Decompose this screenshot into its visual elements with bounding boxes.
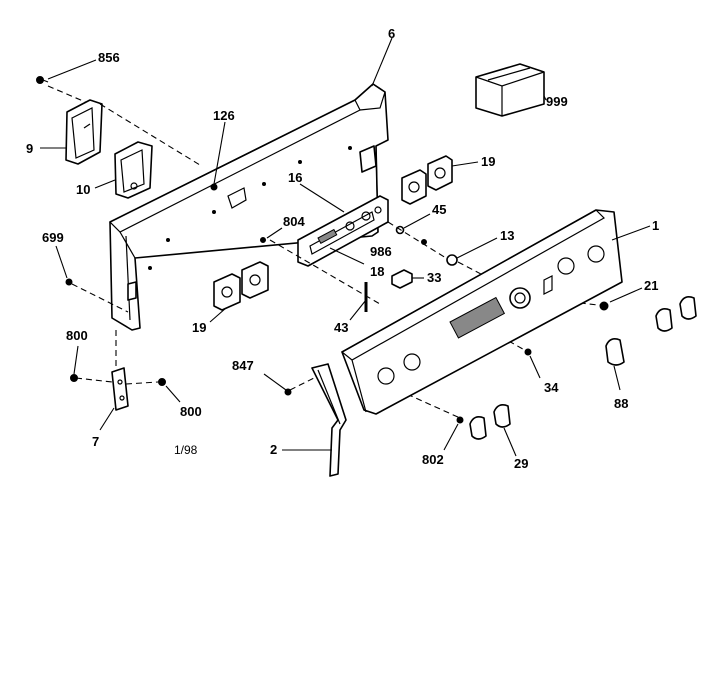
label-126: 126 (213, 108, 235, 123)
label-45: 45 (432, 202, 446, 217)
label-13: 13 (500, 228, 514, 243)
callout-labels: 856 6 999 126 9 10 19 16 45 804 699 986 … (26, 26, 659, 471)
knob-pair-upper-right (655, 296, 697, 332)
bracket-10 (94, 103, 201, 199)
label-21: 21 (644, 278, 658, 293)
label-699: 699 (42, 230, 64, 245)
label-19-upper: 19 (481, 154, 495, 169)
label-800-left: 800 (66, 328, 88, 343)
knob-pair-29 (469, 404, 517, 457)
part-986 (387, 221, 447, 259)
screw-699 (55, 245, 129, 313)
label-847: 847 (232, 358, 254, 373)
backsplash-6 (108, 37, 393, 331)
switch-pair-19-lower (209, 261, 269, 323)
bracket-2 (282, 363, 347, 477)
label-802: 802 (422, 452, 444, 467)
label-7: 7 (92, 434, 99, 449)
label-43: 43 (334, 320, 348, 335)
part-847 (263, 373, 292, 396)
label-800-right: 800 (180, 404, 202, 419)
label-29: 29 (514, 456, 528, 471)
label-856: 856 (98, 50, 120, 65)
label-date: 1/98 (174, 443, 198, 457)
label-986: 986 (370, 244, 392, 259)
bracket-9 (40, 99, 103, 165)
screw-800-left (70, 345, 79, 382)
label-999: 999 (546, 94, 568, 109)
label-33: 33 (427, 270, 441, 285)
label-88: 88 (614, 396, 628, 411)
screw-800-right (158, 378, 181, 403)
label-10: 10 (76, 182, 90, 197)
label-19-lower: 19 (192, 320, 206, 335)
parts-box-999 (475, 63, 547, 117)
label-6: 6 (388, 26, 395, 41)
switch-pair-19-upper (401, 155, 479, 205)
part-21 (599, 287, 643, 311)
bracket-7 (99, 367, 129, 431)
label-2: 2 (270, 442, 277, 457)
part-13 (446, 237, 498, 266)
label-804: 804 (283, 214, 305, 229)
label-34: 34 (544, 380, 559, 395)
part-33 (391, 269, 424, 289)
screw-856 (36, 59, 97, 105)
part-126 (210, 121, 226, 191)
part-804 (260, 227, 283, 243)
label-18: 18 (370, 264, 384, 279)
knob-88 (605, 338, 625, 391)
part-802 (443, 416, 464, 451)
part-34 (524, 348, 541, 379)
label-9: 9 (26, 141, 33, 156)
control-panel-1 (340, 209, 651, 415)
rod-43 (349, 282, 368, 321)
part-45 (395, 213, 431, 235)
label-1: 1 (652, 218, 659, 233)
label-16: 16 (288, 170, 302, 185)
